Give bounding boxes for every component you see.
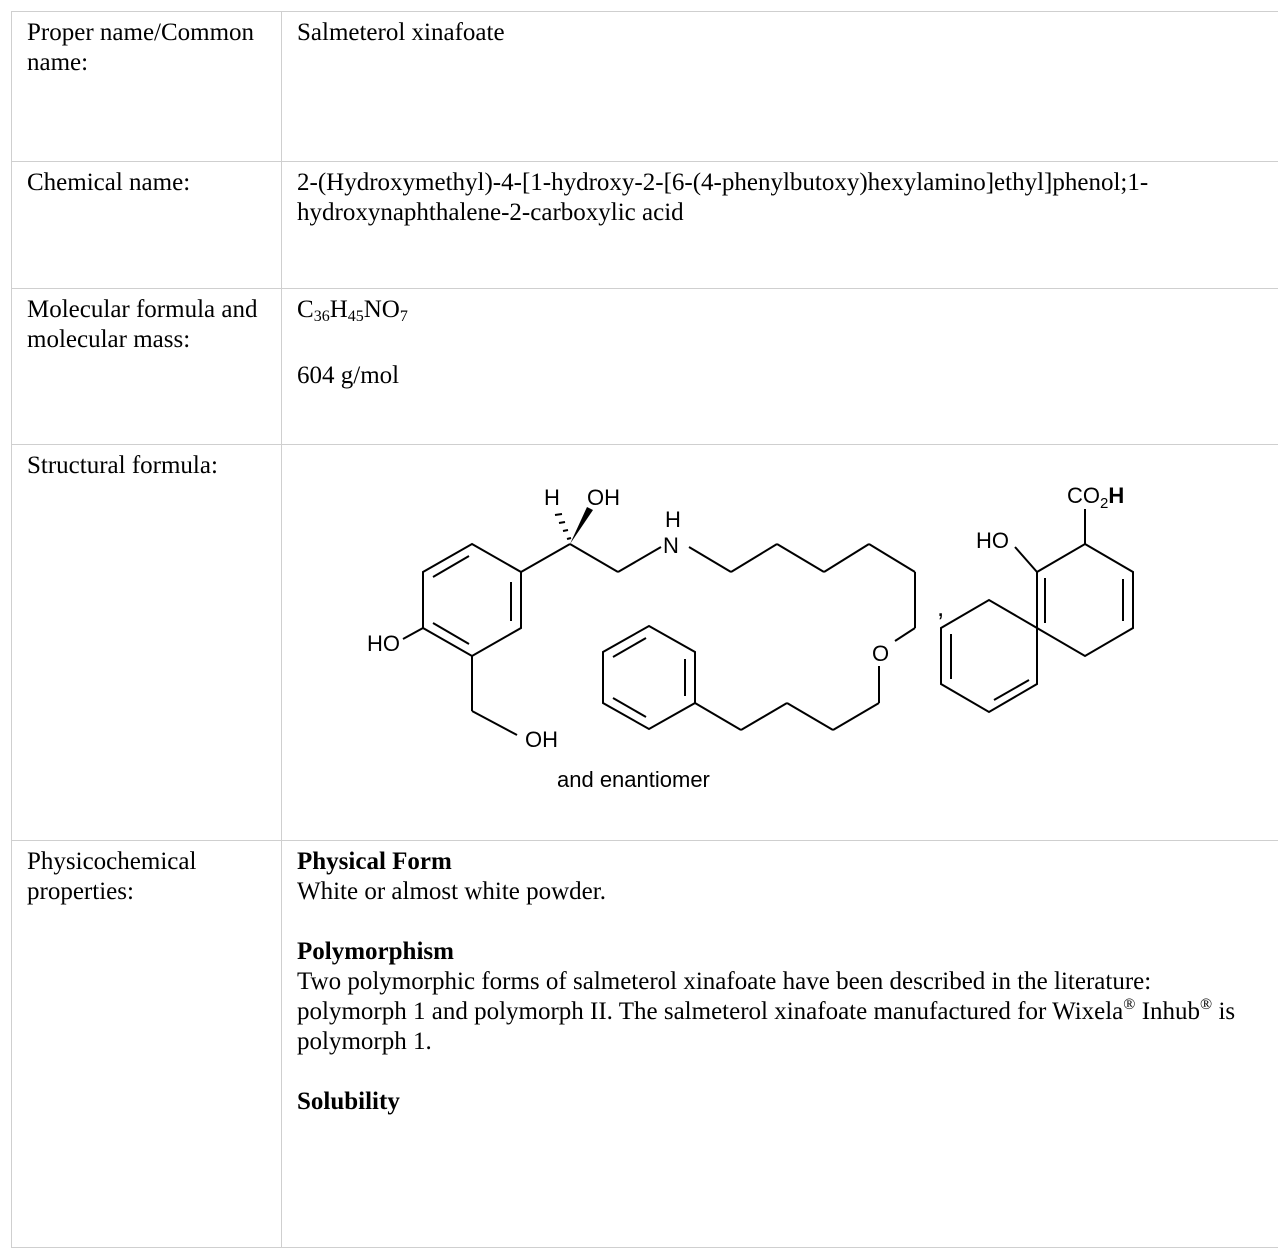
physical-form-text: White or almost white powder. [297, 877, 1257, 907]
physicochemical-label: Physicochemical properties: [12, 841, 282, 1248]
proper-name-value: Salmeterol xinafoate [282, 12, 1278, 162]
chain-bond-2 [570, 544, 618, 572]
hexyl-bond-1 [689, 547, 731, 572]
hash-bond [555, 514, 571, 539]
hexyl-bond-3 [777, 544, 824, 572]
chain-bond-3 [618, 547, 661, 572]
formula-c-count: 36 [314, 308, 330, 325]
table-row-structural: Structural formula: [12, 445, 1278, 841]
naph-inner-4 [994, 680, 1029, 700]
label-co2h-co: CO [1067, 483, 1100, 508]
hexyl-bond-5 [869, 544, 915, 572]
naphthoic-atom-labels: CO2H HO [976, 483, 1124, 553]
label-co2h: CO2H [1067, 483, 1124, 512]
solubility-section: Solubility [297, 1087, 1257, 1117]
polymorphism-text-part-1: Two polymorphic forms of salmeterol xina… [297, 968, 1151, 1025]
drug-substance-table: Proper name/Common name: Salmeterol xina… [11, 11, 1278, 1248]
formula-o-count: 7 [400, 308, 408, 325]
label-co2h-h: H [1108, 483, 1124, 508]
phenyl-inner-3 [613, 698, 646, 717]
molecular-formula: C36H45NO7 [297, 295, 1278, 325]
molecular-value: C36H45NO7 604 g/mol [282, 289, 1278, 445]
polymorphism-text-part-2: Inhub [1135, 998, 1200, 1025]
formula-no: NO [364, 296, 400, 323]
label-ho-left: HO [367, 631, 400, 656]
structural-formula-diagram: H OH H N HO OH O and enantiomer , [297, 451, 1257, 831]
ho-bond [403, 628, 423, 639]
table-row-physicochemical: Physicochemical properties: Physical For… [12, 841, 1278, 1248]
chain-bond-1 [521, 544, 570, 572]
physicochemical-value: Physical Form White or almost white powd… [282, 841, 1278, 1248]
ch2-bond-2 [472, 711, 517, 735]
butoxy-bond-2 [833, 703, 879, 730]
physical-form-heading: Physical Form [297, 847, 1257, 877]
label-oh-top: OH [587, 485, 620, 510]
solubility-heading: Solubility [297, 1087, 1257, 1117]
polymorphism-text: Two polymorphic forms of salmeterol xina… [297, 967, 1257, 1057]
label-ether-o: O [872, 641, 889, 666]
butoxy-bond-5 [695, 703, 741, 730]
table-row-chemical-name: Chemical name: 2-(Hydroxymethyl)-4-[1-hy… [12, 162, 1278, 289]
physical-form-section: Physical Form White or almost white powd… [297, 847, 1257, 907]
phenyl-inner-1 [613, 638, 646, 657]
registered-mark-1: ® [1123, 996, 1135, 1013]
butoxy-bond-4 [741, 703, 787, 730]
phenyl-ring [603, 626, 695, 729]
hexyl-bond-4 [824, 544, 869, 572]
naph-ho-bond [1015, 547, 1037, 572]
structural-label: Structural formula: [12, 445, 282, 841]
hexyl-bond-2 [731, 544, 777, 572]
phenol-ring [423, 544, 521, 656]
formula-c: C [297, 296, 314, 323]
chemical-name-text: 2-(Hydroxymethyl)-4-[1-hydroxy-2-[6-(4-p… [297, 168, 1197, 228]
structure-svg: H OH H N HO OH O and enantiomer , [297, 451, 1257, 831]
table-row-proper-name: Proper name/Common name: Salmeterol xina… [12, 12, 1278, 162]
formula-h-count: 45 [348, 308, 364, 325]
structural-value: H OH H N HO OH O and enantiomer , [282, 445, 1278, 841]
label-ho-right: HO [976, 528, 1009, 553]
label-nh-n: N [663, 533, 679, 558]
formula-h: H [330, 296, 348, 323]
wedge-bond [570, 507, 593, 544]
registered-mark-2: ® [1200, 996, 1212, 1013]
label-caption: and enantiomer [557, 767, 710, 792]
butoxy-bond-3 [787, 703, 833, 730]
naphthoic-acid-bonds [941, 509, 1133, 712]
polymorphism-section: Polymorphism Two polymorphic forms of sa… [297, 937, 1257, 1057]
table-row-molecular: Molecular formula and molecular mass: C3… [12, 289, 1278, 445]
molecular-label: Molecular formula and molecular mass: [12, 289, 282, 445]
label-comma: , [937, 592, 944, 622]
ring-inner-bond-3 [433, 623, 469, 644]
salmeterol-bonds [403, 544, 915, 735]
molecular-mass: 604 g/mol [297, 361, 1278, 391]
naphthalene-ring-1 [1037, 544, 1133, 656]
chemical-name-value: 2-(Hydroxymethyl)-4-[1-hydroxy-2-[6-(4-p… [282, 162, 1278, 289]
proper-name-label: Proper name/Common name: [12, 12, 282, 162]
chemical-name-label: Chemical name: [12, 162, 282, 289]
ether-bond-1 [895, 628, 915, 641]
ring-inner-bond-1 [433, 556, 469, 577]
label-h-top: H [544, 485, 560, 510]
label-nh-h: H [665, 507, 681, 532]
naphthalene-ring-2 [941, 600, 1037, 712]
polymorphism-heading: Polymorphism [297, 937, 1257, 967]
label-co2h-sub: 2 [1100, 495, 1108, 512]
label-oh-bottom: OH [525, 727, 558, 752]
